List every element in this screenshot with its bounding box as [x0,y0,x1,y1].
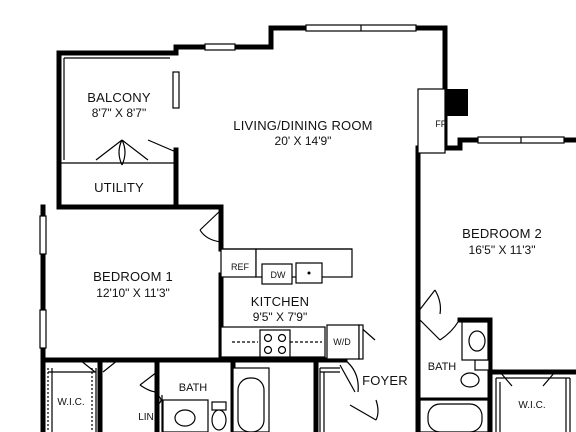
bath2-name: BATH [428,361,457,373]
wic2-label: W.I.C. [518,400,545,411]
bedroom1-dims: 12'10" X 11'3" [96,286,170,300]
closets [47,367,571,432]
kitchen-name: KITCHEN [251,294,309,309]
doors [79,139,556,421]
kitchen-dims: 9'5" X 7'9" [253,310,307,324]
bedroom2-name: BEDROOM 2 [462,226,542,241]
bath1-name: BATH [179,382,208,394]
kitchen-fixtures [220,248,364,360]
washer-dryer-label: W/D [333,337,351,347]
linen-label: LIN [138,412,154,423]
utility-name: UTILITY [94,180,144,195]
bedroom2-dims: 16'5" X 11'3" [469,243,536,257]
dishwasher-label: DW [271,270,286,280]
wic1-label: W.I.C. [57,397,84,408]
balcony-name: BALCONY [87,90,151,105]
bedroom1-name: BEDROOM 1 [93,269,173,284]
refrigerator-label: REF [231,262,250,272]
living-dining-name: LIVING/DINING ROOM [233,118,372,133]
fireplace [417,88,468,154]
room-labels: BALCONY 8'7" X 8'7" UTILITY LIVING/DININ… [57,90,545,423]
living-dining-dims: 20' X 14'9" [275,134,332,148]
windows [39,24,565,349]
bath-fixtures [162,321,490,432]
foyer-name: FOYER [362,373,408,388]
fireplace-label: FP [435,119,447,129]
balcony-dims: 8'7" X 8'7" [92,106,146,120]
